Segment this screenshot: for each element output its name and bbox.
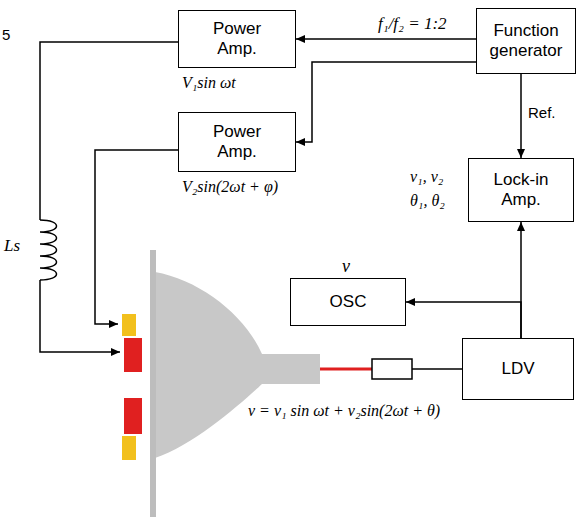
- vibrometer-box: LDV: [462, 338, 574, 400]
- signal-name: v: [342, 256, 350, 277]
- lockin-box: Lock-in Amp.: [468, 158, 574, 222]
- box-label: LDV: [501, 359, 534, 379]
- box-label: OSC: [330, 292, 367, 312]
- cut-number: 5: [2, 26, 10, 43]
- signal-name: θ₁, θ₂: [410, 192, 445, 210]
- yellow-electrode: [122, 314, 136, 336]
- oscilloscope-box: OSC: [290, 278, 406, 326]
- signal-name: V₁sin ωt: [182, 74, 236, 92]
- amplifier-box: Power Amp.: [178, 10, 296, 68]
- signal-connector: [406, 302, 521, 338]
- signal-connector: [520, 74, 522, 158]
- amplifier-box: Power Amp.: [178, 112, 296, 172]
- box-label: Function generator: [483, 21, 569, 62]
- red-electrode: [124, 338, 142, 372]
- yellow-electrode: [122, 436, 136, 460]
- coil-symbol: [40, 220, 57, 280]
- drive-wire: [40, 280, 120, 352]
- frequency-ratio: f₁/f₂ = 1:2: [378, 14, 447, 34]
- generator-box: Function generator: [476, 8, 576, 74]
- red-electrode: [124, 398, 142, 434]
- signal-connector: [296, 38, 476, 40]
- probe-head: [372, 359, 412, 379]
- laser-beam: [320, 368, 372, 371]
- box-label: Power Amp.: [197, 122, 277, 163]
- box-label: Power Amp.: [197, 19, 277, 60]
- reference-label: Ref.: [528, 104, 556, 121]
- signal-name: v₁, v₂: [410, 168, 443, 186]
- signal-name: V₂sin(2ωt + φ): [182, 178, 278, 196]
- inductor-name: Ls: [4, 236, 20, 256]
- velocity-equation: v = v₁ sin ωt + v₂sin(2ωt + θ): [248, 402, 440, 420]
- drive-wire: [40, 42, 178, 220]
- signal-connector: [296, 62, 476, 142]
- base-plate: [150, 250, 156, 517]
- probe-cable: [412, 368, 462, 370]
- box-label: Lock-in Amp.: [479, 170, 563, 211]
